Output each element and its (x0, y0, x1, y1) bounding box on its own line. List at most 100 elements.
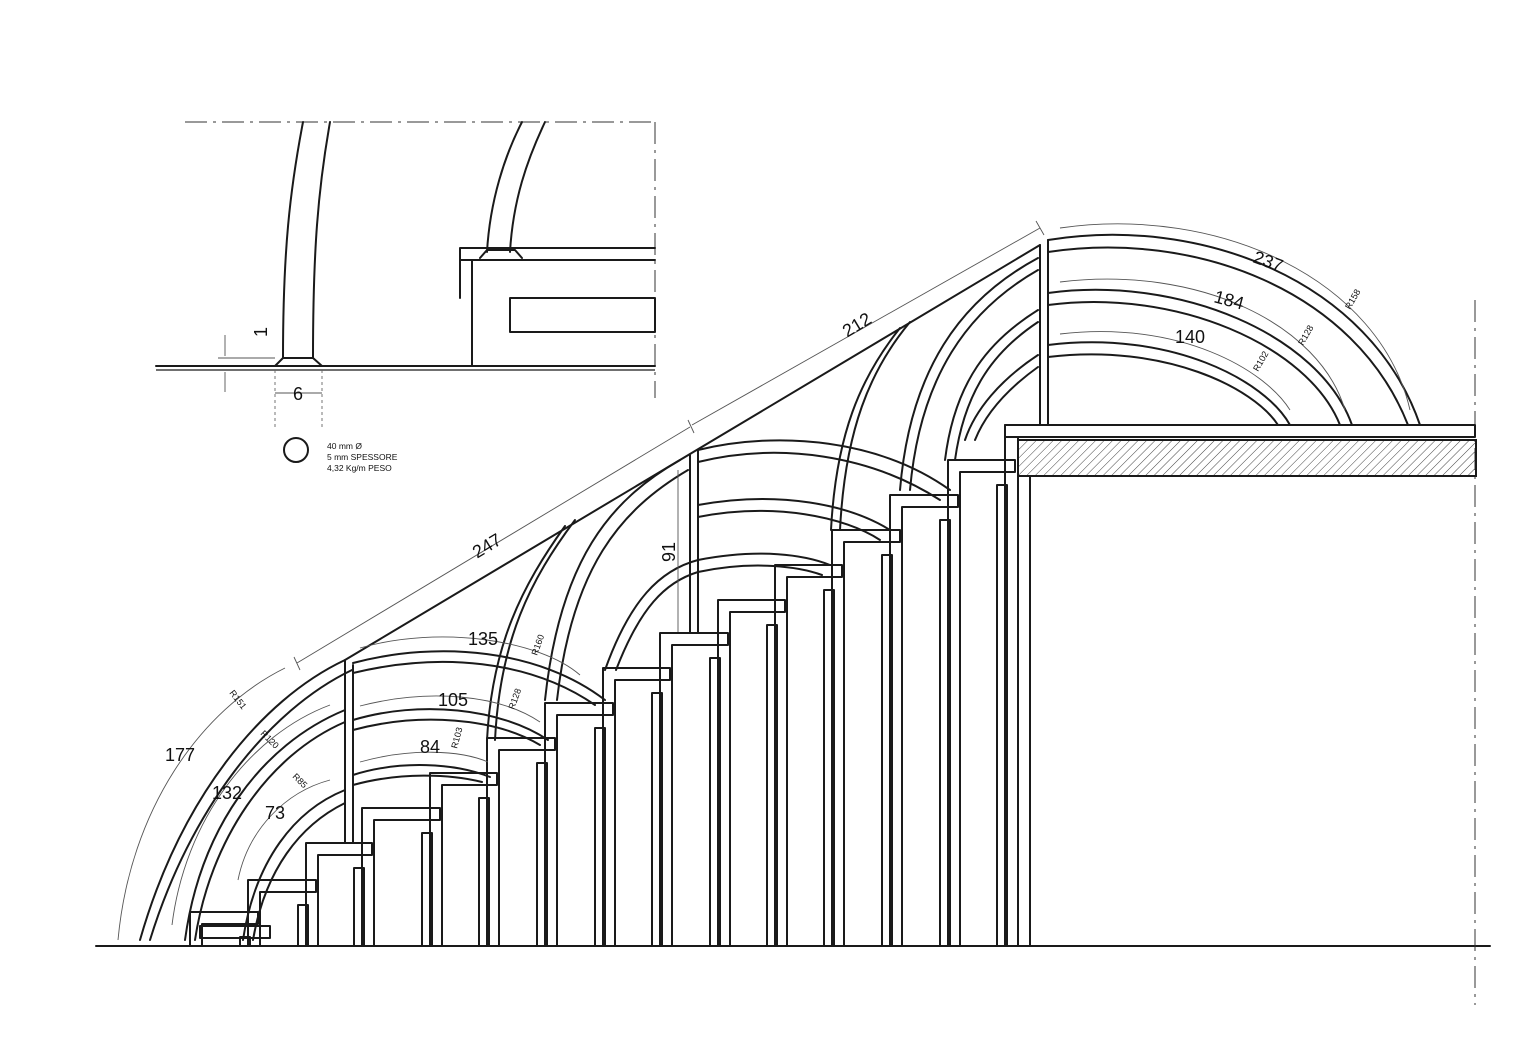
sweep-arc-6b (974, 366, 1039, 441)
stair-step-outline (247, 879, 317, 947)
dim-label-247: 247 (469, 530, 505, 563)
dim-label-91: 91 (659, 542, 679, 562)
dim-tick-3 (1035, 220, 1045, 236)
radius-label-r151: R151 (227, 688, 248, 711)
stair-step-outline (889, 494, 959, 947)
stair-step-outline (486, 737, 556, 947)
sweep-arc-3 (839, 321, 911, 531)
inset-arc-left-edge (486, 121, 523, 253)
sweep-arc-5b (954, 321, 1039, 461)
sweep-arc-1 (494, 519, 576, 741)
stair-step-outline (831, 529, 901, 947)
dim-arc-140 (1059, 331, 1291, 411)
dim-label-135: 135 (468, 629, 498, 649)
sweep-arc-4b (909, 269, 1039, 491)
stair-step-stringer (766, 624, 778, 947)
inset-tube-right-edge (312, 121, 331, 359)
sweep-arc-3b (830, 327, 901, 531)
stair-step-outline (717, 599, 786, 947)
stair-step-outline (429, 772, 498, 947)
stair-step-stringer (421, 832, 433, 947)
inset-step-outline (459, 247, 656, 299)
dim-tick-2 (687, 419, 695, 434)
dim-arc-84 (359, 751, 489, 763)
dim-line-247 (296, 426, 691, 664)
left-arc-mid-2 (194, 721, 346, 941)
dim-label-105: 105 (438, 690, 468, 710)
stair-step-stringer (594, 727, 606, 947)
upper-join-arc (604, 559, 699, 671)
inset-arc-right-edge (509, 121, 546, 253)
left-arc-mid (184, 709, 346, 941)
dim-line-212 (691, 227, 1041, 426)
sweep-arc-6 (964, 354, 1039, 441)
mid-arc-inner (352, 764, 491, 778)
dim-arc-135 (359, 636, 581, 676)
landing-slab (1017, 439, 1477, 477)
stair-step-outline (602, 667, 671, 947)
sweep-arc-2b (556, 469, 689, 701)
spec-line-thickness: 5 mm SPESSORE (327, 452, 398, 462)
dim-label-140: 140 (1175, 327, 1205, 347)
stair-step-outline (659, 632, 729, 947)
right-arc-inner (1047, 341, 1291, 426)
upper-arc-outer-2 (697, 451, 941, 501)
landing (1004, 424, 1477, 947)
stair-step-stringer (709, 657, 721, 947)
right-arc-mid (1047, 288, 1353, 426)
radius-label-r160: R160 (529, 633, 546, 657)
dimension-lines (117, 220, 1411, 941)
radius-label-r158: R158 (1343, 287, 1362, 311)
stair-step-outline (305, 842, 373, 947)
right-arc-mid-2 (1047, 301, 1341, 426)
railing-diagonal-top (139, 244, 1041, 941)
radius-label-r103: R103 (449, 726, 464, 749)
mid-arc-middle-2 (352, 718, 541, 746)
dim-label-212: 212 (839, 309, 875, 342)
sweep-arc-1b (486, 525, 566, 741)
stair-step-stringer (823, 589, 835, 947)
tube-section-icon (283, 437, 309, 463)
railing (139, 233, 1421, 941)
radius-label-r102: R102 (1251, 349, 1270, 373)
radius-label-r128: R128 (506, 687, 523, 711)
stair-step-stringer (651, 692, 663, 947)
dim-arc-177 (117, 667, 286, 941)
stair-step-stringer (939, 519, 951, 947)
dim-label-237: 237 (1251, 247, 1286, 276)
dim-arc-73 (237, 779, 331, 881)
mid-arc-middle (352, 708, 549, 741)
sweep-arc-4 (899, 257, 1039, 491)
thickness-label: 1 (251, 327, 271, 337)
inset-arc-foot (479, 249, 523, 259)
upper-arc-inner (697, 552, 831, 566)
stair-steps (189, 459, 1016, 947)
inset-step-inner (471, 259, 656, 367)
right-arc-outer (1047, 233, 1421, 426)
dim-arc-105 (359, 695, 541, 723)
left-arc-inner (242, 789, 346, 941)
upper-arc-mid (697, 498, 891, 531)
mid-arc-inner-2 (352, 774, 483, 786)
spec-line-diameter: 40 mm Ø (327, 441, 362, 451)
upper-join-arc-2 (615, 571, 699, 671)
upper-arc-mid-2 (697, 509, 881, 541)
landing-top-plate (1004, 424, 1476, 438)
mid-arc-outer (352, 650, 606, 701)
stair-step-outline (361, 807, 441, 947)
stair-step-stringer (353, 867, 365, 947)
inset-tube-foot (274, 357, 323, 367)
radius-label-r85: R85 (291, 771, 310, 790)
upper-arc-inner-2 (697, 564, 823, 576)
spec-line-weight: 4,32 Kg/m PESO (327, 463, 392, 473)
stair-step-outline (544, 702, 614, 947)
stair-step-stringer (996, 484, 1008, 947)
left-arc-inner-2 (252, 802, 346, 941)
dim-label-177: 177 (165, 745, 195, 765)
dim-label-84: 84 (420, 737, 440, 757)
inset-tube-left-edge (282, 121, 304, 359)
right-arc-inner-2 (1047, 353, 1279, 426)
right-arc-outer-2 (1047, 246, 1409, 426)
stair-base-block (199, 925, 271, 939)
